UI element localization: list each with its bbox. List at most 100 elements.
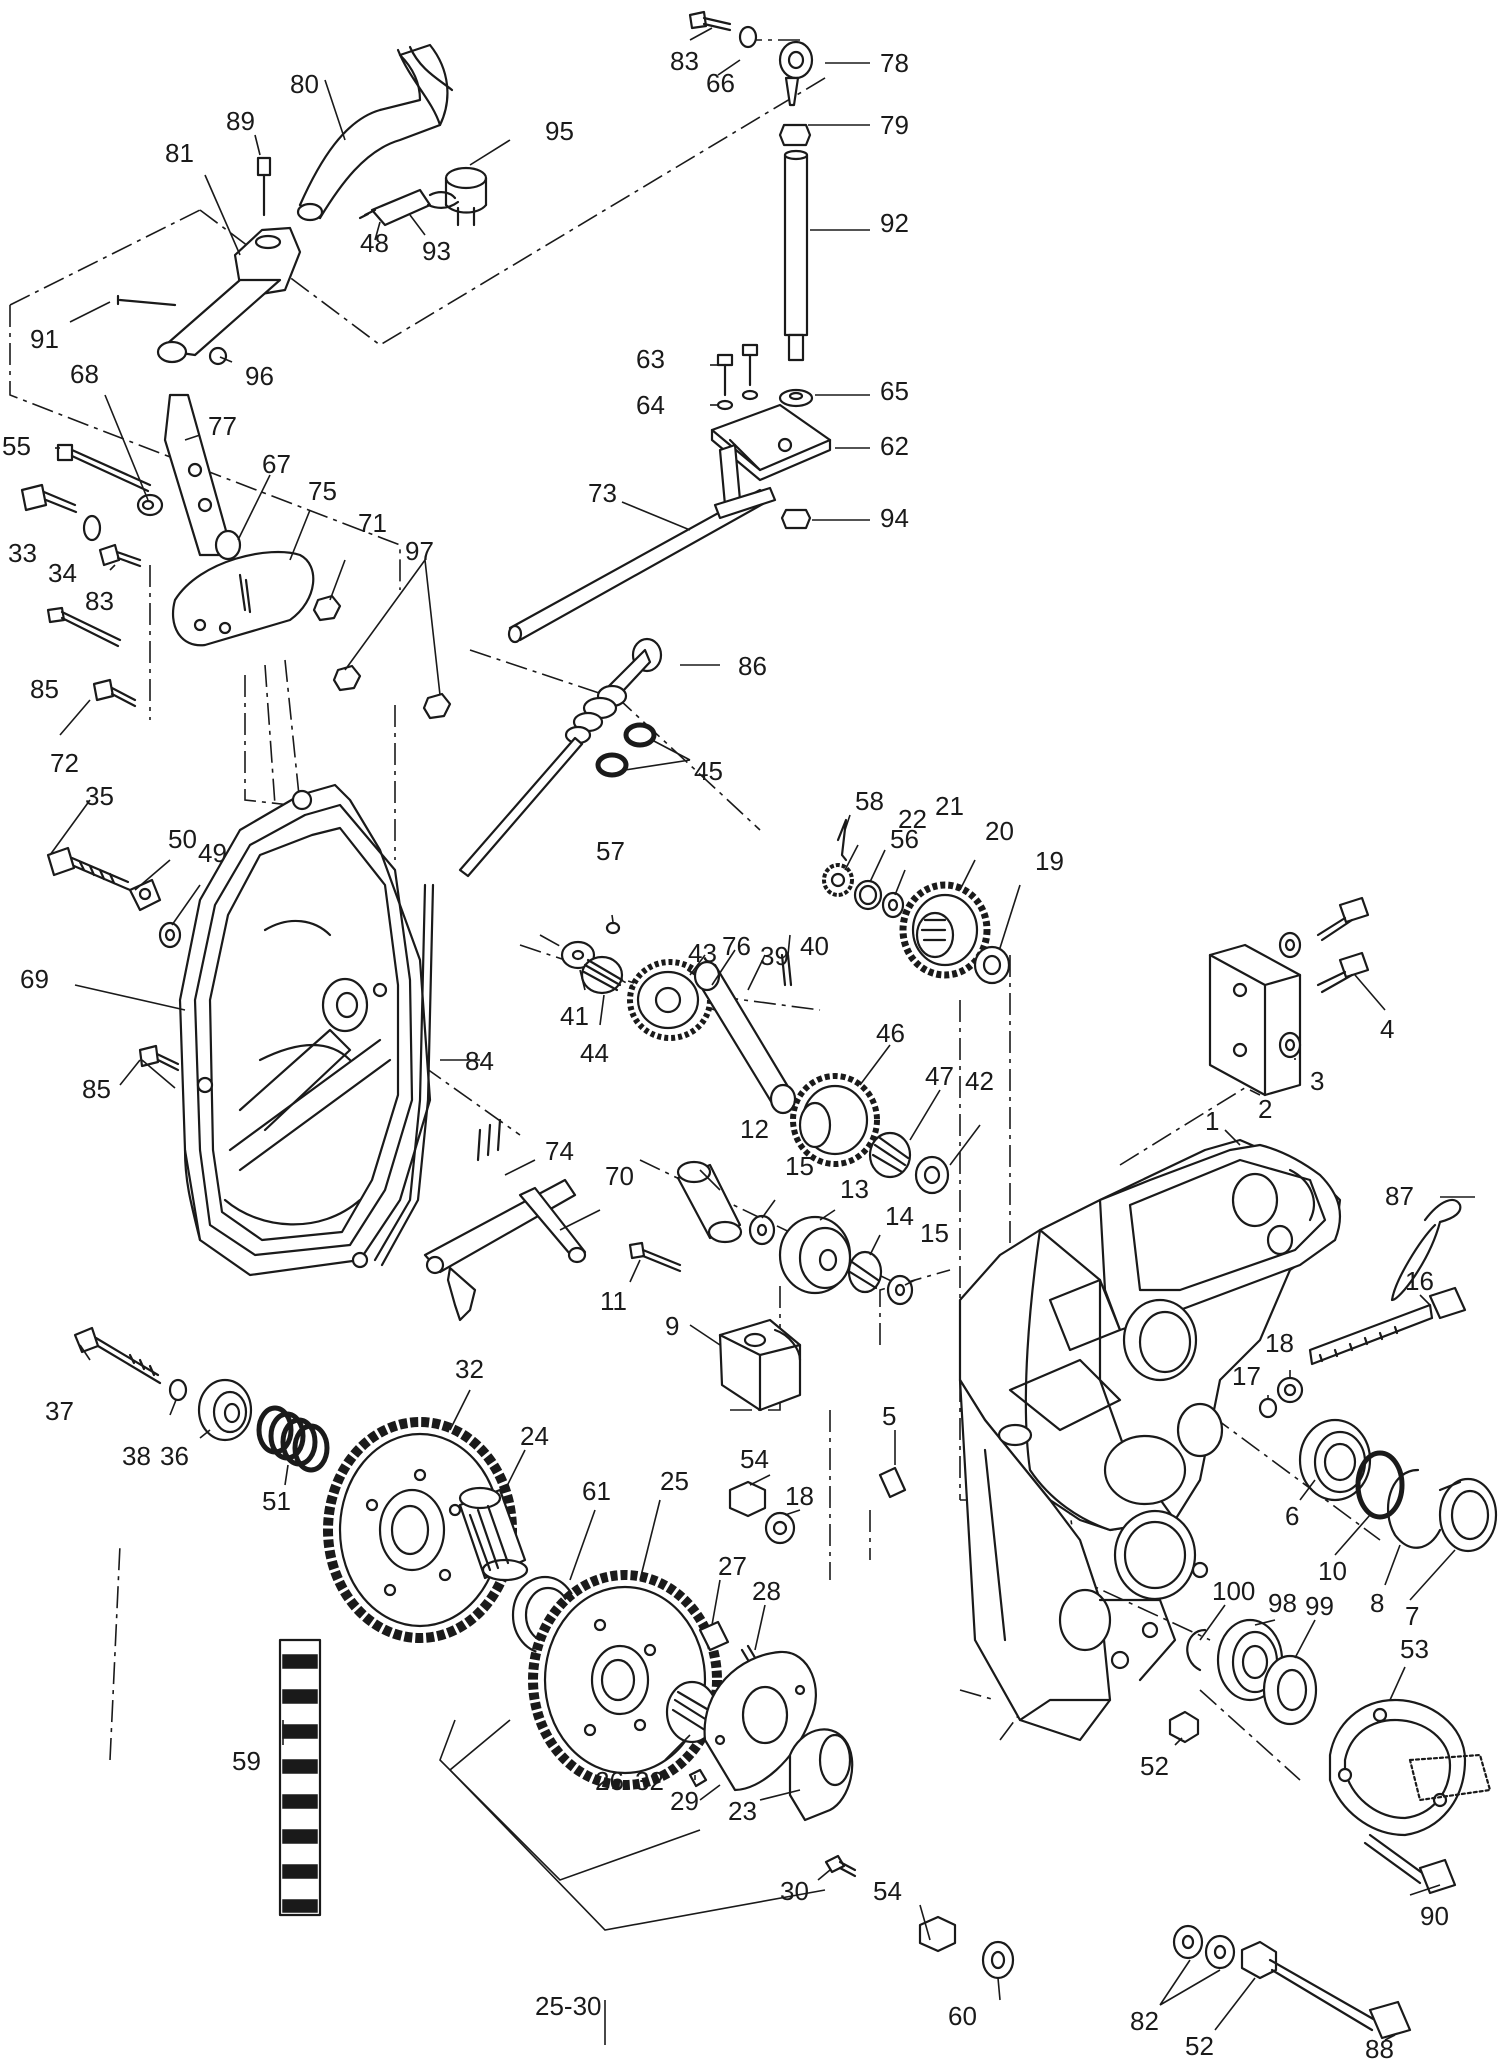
- callout-11: 11: [600, 1286, 627, 1316]
- callout-18b: 18: [785, 1481, 814, 1511]
- callout-49: 49: [198, 838, 227, 868]
- callout-40: 40: [800, 931, 829, 961]
- callout-83a: 83: [670, 46, 699, 76]
- callout-35: 35: [85, 781, 114, 811]
- lower-hardware: [728, 1466, 1412, 2040]
- callout-28: 28: [752, 1576, 781, 1606]
- callout-98: 98: [1268, 1588, 1297, 1618]
- sprocket-assembly: [73, 1326, 857, 1917]
- callout-57: 57: [596, 836, 625, 866]
- callout-8: 8: [1370, 1588, 1384, 1618]
- callout-74: 74: [545, 1136, 574, 1166]
- callout-16: 16: [1405, 1266, 1434, 1296]
- callout-15b: 15: [920, 1218, 949, 1248]
- callout-48: 48: [360, 228, 389, 258]
- callout-55: 55: [2, 431, 31, 461]
- callout-47: 47: [925, 1061, 954, 1091]
- callout-56: 56: [890, 824, 919, 854]
- callout-29: 29: [670, 1786, 699, 1816]
- shift-rod-assembly: [458, 10, 832, 878]
- callout-26: 26: [595, 1766, 624, 1796]
- callout-labels: 83 66 78 79 92 63 64 65 62 94 73 86 45 8…: [2, 46, 1449, 2061]
- callout-58: 58: [855, 786, 884, 816]
- callout-39: 39: [760, 941, 789, 971]
- callout-76: 76: [722, 931, 751, 961]
- callout-32b: 32: [635, 1766, 664, 1796]
- callout-80: 80: [290, 69, 319, 99]
- tension-block: [1208, 896, 1370, 1097]
- callout-9: 9: [665, 1311, 679, 1341]
- callout-69: 69: [20, 964, 49, 994]
- callout-71: 71: [358, 508, 387, 538]
- neutral-switch: [370, 188, 432, 227]
- callout-25: 25: [660, 1466, 689, 1496]
- callout-42: 42: [965, 1066, 994, 1096]
- callout-67: 67: [262, 449, 291, 479]
- callout-19: 19: [1035, 846, 1064, 876]
- callout-75: 75: [308, 476, 337, 506]
- callout-77: 77: [208, 411, 237, 441]
- callout-64: 64: [636, 390, 665, 420]
- callout-4: 4: [1380, 1014, 1394, 1044]
- lever-tube: [298, 43, 449, 220]
- shift-fork: [423, 1118, 587, 1322]
- idler-assembly: [628, 1160, 914, 1412]
- callout-38: 38: [122, 1441, 151, 1471]
- callout-66: 66: [706, 68, 735, 98]
- callout-45: 45: [694, 756, 723, 786]
- callout-6: 6: [1285, 1501, 1299, 1531]
- shift-lever-assembly: [20, 43, 488, 720]
- callout-95: 95: [545, 116, 574, 146]
- callout-34: 34: [48, 558, 77, 588]
- callout-36: 36: [160, 1441, 189, 1471]
- callout-54a: 54: [740, 1444, 769, 1474]
- callout-51: 51: [262, 1486, 291, 1516]
- callout-86: 86: [738, 651, 767, 681]
- group-bracket-25-30: [448, 1719, 826, 1931]
- callout-100: 100: [1212, 1576, 1255, 1606]
- callout-62: 62: [880, 431, 909, 461]
- callout-59: 59: [232, 1746, 261, 1776]
- callout-92: 92: [880, 208, 909, 238]
- callout-97: 97: [405, 536, 434, 566]
- callout-13: 13: [840, 1174, 869, 1204]
- callout-37: 37: [45, 1396, 74, 1426]
- callout-32a: 32: [455, 1354, 484, 1384]
- cover-bolts: [46, 846, 182, 1072]
- callout-72: 72: [50, 748, 79, 778]
- shift-rod: [783, 153, 809, 337]
- callout-70: 70: [605, 1161, 634, 1191]
- callout-61: 61: [582, 1476, 611, 1506]
- callout-23: 23: [728, 1796, 757, 1826]
- callout-27: 27: [718, 1551, 747, 1581]
- callout-15a: 15: [785, 1151, 814, 1181]
- callout-60: 60: [948, 2001, 977, 2031]
- callout-10: 10: [1318, 1556, 1347, 1586]
- callout-43: 43: [688, 938, 717, 968]
- callout-12: 12: [740, 1114, 769, 1144]
- gear-shaft-assembly: [560, 921, 950, 1195]
- callout-50: 50: [168, 824, 197, 854]
- chaincase-housing: [958, 1138, 1342, 1742]
- chaincase-cover: [178, 783, 435, 1277]
- callout-85a: 85: [30, 674, 59, 704]
- callout-54b: 54: [873, 1876, 902, 1906]
- callout-82: 82: [1130, 2006, 1159, 2036]
- callout-5: 5: [882, 1401, 896, 1431]
- callout-22: 22: [898, 804, 927, 834]
- callout-18a: 18: [1265, 1328, 1294, 1358]
- callout-79: 79: [880, 110, 909, 140]
- callout-90: 90: [1420, 1901, 1449, 1931]
- callout-81: 81: [165, 138, 194, 168]
- callout-99: 99: [1305, 1591, 1334, 1621]
- callout-30: 30: [780, 1876, 809, 1906]
- callout-41: 41: [560, 1001, 589, 1031]
- housing-right-parts: [1258, 1198, 1498, 1553]
- callout-65: 65: [880, 376, 909, 406]
- callout-93: 93: [422, 236, 451, 266]
- callout-2: 2: [1258, 1094, 1272, 1124]
- callout-44: 44: [580, 1038, 609, 1068]
- callout-89: 89: [226, 106, 255, 136]
- callout-52a: 52: [1140, 1751, 1169, 1781]
